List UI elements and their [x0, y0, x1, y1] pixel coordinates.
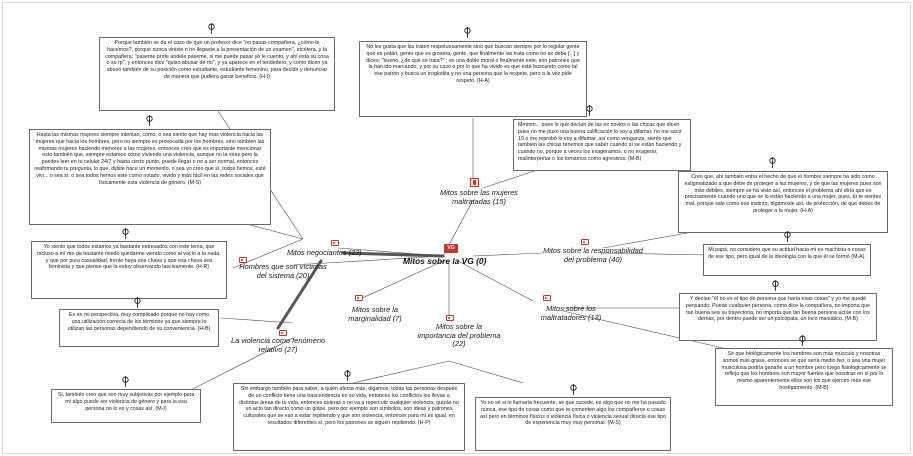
- code-icon: [446, 315, 454, 321]
- link-central-maltratadores: [457, 260, 534, 302]
- code-icon: [331, 240, 339, 246]
- code-hombres-victimas[interactable]: Hombres que son víctimas del sistema (20…: [239, 262, 327, 280]
- quote-box-h-i[interactable]: Porque también se da el caso de que un p…: [99, 37, 335, 111]
- code-mitos-negociantes[interactable]: Mitos negociantes (22): [287, 248, 362, 257]
- quote-box-h-a-respeto[interactable]: No les gusta que las traten respetuosame…: [359, 41, 587, 117]
- code-violencia-relativo[interactable]: La violencia como fenómeno relativo (27): [230, 336, 326, 354]
- code-icon: [470, 178, 479, 187]
- quote-icon: [208, 23, 215, 34]
- quote-box-h-b[interactable]: Es en mi perspectiva, muy complicado por…: [59, 309, 219, 347]
- quote-box-m-b-difamar[interactable]: Mmmm... pues lo que decían de las ex nov…: [513, 119, 691, 171]
- link-resp-q7: [602, 252, 709, 256]
- link-muj-q4: [482, 167, 544, 189]
- quote-icon: [344, 370, 351, 381]
- code-icon: [543, 295, 551, 301]
- link-central-negociantes-strong: [341, 251, 445, 258]
- quote-box-h-p[interactable]: Sin embargo también para saber, a quién …: [233, 383, 465, 451]
- link-negociantes-violencia-strong: [276, 259, 323, 330]
- link-central-responsabilidad: [472, 252, 544, 257]
- quote-box-m-b-biologia[interactable]: Se que biológicamente los hombres son má…: [715, 348, 893, 406]
- link-imp-q12: [352, 360, 450, 384]
- quote-icon: [122, 228, 129, 239]
- code-mitos-mujeres[interactable]: Mitos sobre las mujeres maltratadas (15): [439, 188, 519, 206]
- quote-icon: [134, 297, 141, 308]
- network-links: [184, 110, 744, 394]
- quote-box-m-s-redes[interactable]: Hasta las mismas mujeres siempre intenta…: [29, 129, 271, 225]
- quote-icon: [570, 384, 577, 395]
- code-mitos-marginalidad[interactable]: Mitos sobre la marginalidad (7): [348, 305, 402, 323]
- quote-icon: [464, 27, 471, 38]
- quote-box-m-i[interactable]: Sí, también creo que son muy subjetivas …: [51, 389, 201, 423]
- quote-icon: [146, 115, 153, 126]
- code-mitos-importancia[interactable]: Mitos sobre la importancia del problema …: [417, 322, 501, 349]
- quote-box-h-r[interactable]: Yo siento que todos estamos ya bastante …: [31, 241, 227, 299]
- central-code-label[interactable]: Mitos sobre la VG (0): [403, 256, 487, 266]
- link-neg-q6: [232, 238, 304, 269]
- quote-box-m-b-psicopata[interactable]: Y decían "él no es el tipo de persona qu…: [679, 293, 877, 341]
- vg-code-icon: VG: [444, 244, 458, 253]
- code-icon: [581, 239, 589, 245]
- quote-icon: [772, 280, 779, 291]
- link-central-marginalidad: [357, 260, 444, 301]
- link-imp-q13: [448, 360, 524, 384]
- code-mitos-maltratadores[interactable]: Mitos sobre los maltratadores (13): [540, 304, 602, 322]
- quote-icon: [122, 376, 129, 387]
- quote-icon: [784, 231, 791, 242]
- link-rel-q11: [184, 337, 294, 394]
- code-icon: [239, 257, 247, 263]
- quote-box-m-s-frecuente[interactable]: Yo no sé si lo llamaría frecuente, se qu…: [475, 397, 671, 451]
- quote-icon: [586, 105, 593, 116]
- code-icon: [279, 330, 287, 336]
- quote-icon: [769, 157, 776, 168]
- quote-box-m-a[interactable]: Mi papá, no considero que su actitud hac…: [703, 244, 871, 276]
- code-icon: [355, 295, 363, 301]
- quote-icon: [799, 335, 806, 346]
- code-mitos-responsabilidad[interactable]: Mitos sobre la responsabilidad del probl…: [543, 246, 643, 264]
- quote-box-h-a-proteger[interactable]: Creo que, ahí también entra el hecho de …: [678, 171, 888, 233]
- link-malt-q10: [562, 310, 724, 349]
